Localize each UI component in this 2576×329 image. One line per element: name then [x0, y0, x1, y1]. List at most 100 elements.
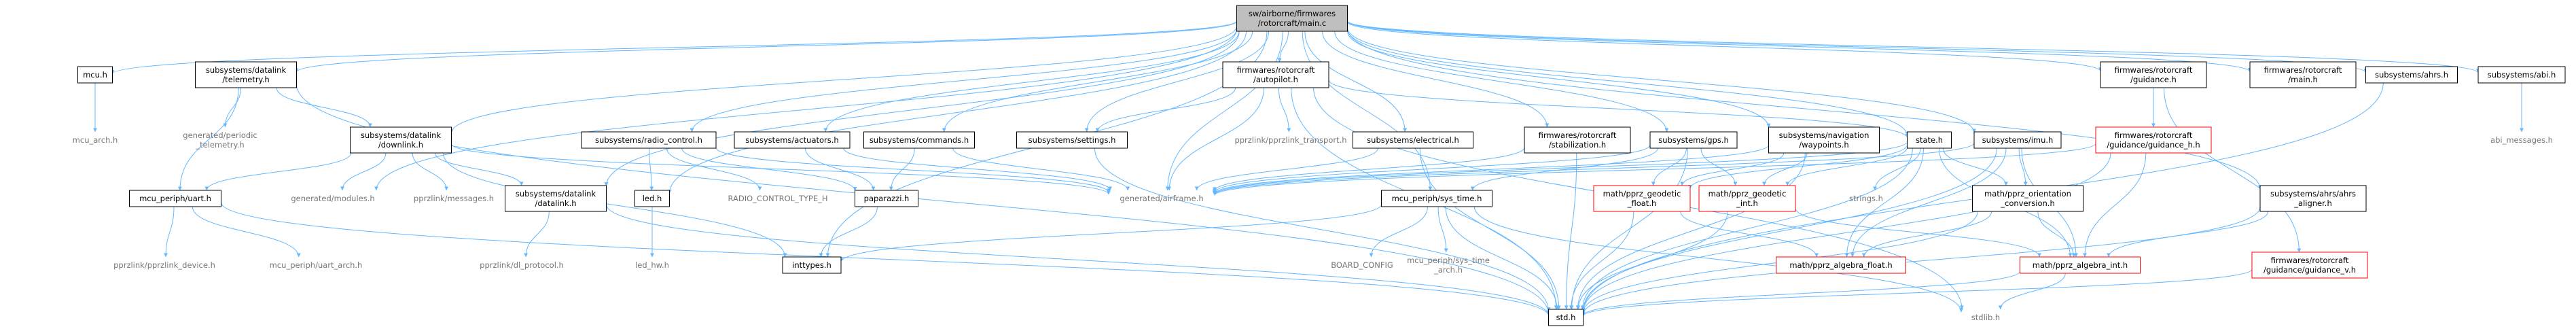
node-label-line: subsystems/electrical.h — [1367, 135, 1459, 145]
node-label-line: subsystems/ahrs/ahrs — [2270, 189, 2356, 198]
graph-node-rc-type-h: RADIO_CONTROL_TYPE_H — [728, 194, 828, 203]
graph-node-orientation-h[interactable]: math/pprz_orientation_conversion.h — [1972, 185, 2083, 212]
node-box — [634, 190, 670, 207]
graph-node-stabilization-h[interactable]: firmwares/rotorcraft/stabilization.h — [1524, 126, 1631, 154]
include-edge-state-h-to-geodetic-int-h — [1785, 147, 1908, 186]
graph-node-main-c[interactable]: sw/airborne/firmwares/rotorcraft/main.c — [1236, 5, 1348, 32]
graph-node-paparazzi-h[interactable]: paparazzi.h — [855, 190, 918, 207]
include-edge-stabilization-h-to-std-h — [1564, 152, 1577, 310]
node-label-line: mcu_periph/uart_arch.h — [270, 260, 363, 270]
graph-node-imu-h[interactable]: subsystems/imu.h — [1973, 131, 2062, 149]
node-label-line: led.h — [643, 194, 662, 203]
node-label-line: math/pprz_geodetic — [1709, 189, 1787, 198]
include-edge-geodetic-int-h-to-std-h — [1576, 211, 1728, 310]
include-edge-ahrs-aligner-h-to-std-h — [1581, 207, 2261, 315]
graph-node-algebra-float-h[interactable]: math/pprz_algebra_float.h — [1776, 256, 1906, 274]
graph-node-ahrs-h[interactable]: subsystems/ahrs.h — [2365, 66, 2458, 84]
node-label-line: stdlib.h — [1971, 313, 2000, 322]
node-box — [1973, 131, 2062, 149]
include-edge-uart-h-to-std-h — [221, 202, 1551, 317]
graph-node-std-h[interactable]: std.h — [1548, 309, 1584, 326]
node-label-line: state.h — [1916, 135, 1943, 145]
node-label-line: /main.h — [2288, 75, 2318, 84]
graph-node-autopilot-h[interactable]: firmwares/rotorcraft/autopilot.h — [1222, 61, 1329, 88]
graph-node-guidance-h[interactable]: firmwares/rotorcraft/guidance.h — [2100, 61, 2207, 88]
node-label-line: paparazzi.h — [864, 194, 910, 203]
graph-node-mcu-h[interactable]: mcu.h — [77, 66, 113, 84]
include-edge-sys-time-h-to-board-config — [1369, 206, 1428, 258]
graph-node-guidance-h-h[interactable]: firmwares/rotorcraft/guidance/guidance_h… — [2095, 126, 2212, 154]
include-edge-autopilot-h-to-pprzlink-transport-h — [1278, 87, 1291, 133]
graph-node-geodetic-float-h[interactable]: math/pprz_geodetic_float.h — [1593, 185, 1691, 212]
include-edge-sys-time-h-to-inttypes-h — [839, 204, 1382, 262]
graph-node-gps-h[interactable]: subsystems/gps.h — [1649, 131, 1738, 149]
graph-node-led-h[interactable]: led.h — [634, 190, 670, 207]
graph-node-algebra-int-h[interactable]: math/pprz_algebra_int.h — [2020, 256, 2141, 274]
include-edge-settings-h-to-std-h — [1094, 148, 1551, 312]
include-edge-main-c-to-ahrs-aligner-h — [1347, 28, 2262, 190]
node-label-line: firmwares/rotorcraft — [1237, 65, 1315, 75]
graph-node-uart-arch-h: mcu_periph/uart_arch.h — [270, 260, 363, 270]
node-label-line: RADIO_CONTROL_TYPE_H — [728, 194, 828, 203]
include-edge-datalink-h-to-std-h — [606, 204, 1551, 316]
node-label-line: firmwares/rotorcraft — [2115, 65, 2193, 75]
include-edge-gps-h-to-airframe-h — [1213, 144, 1651, 193]
graph-node-guidance-v-h[interactable]: firmwares/rotorcraft/guidance/guidance_v… — [2251, 252, 2368, 279]
node-label-line: math/pprz_algebra_float.h — [1789, 260, 1892, 270]
graph-node-uart-h[interactable]: mcu_periph/uart.h — [129, 190, 221, 207]
node-label-line: subsystems/gps.h — [1658, 135, 1729, 145]
graph-node-rc-main-h[interactable]: firmwares/rotorcraft/main.h — [2249, 61, 2357, 88]
graph-node-radio-control-h[interactable]: subsystems/radio_control.h — [581, 131, 717, 149]
include-edge-waypoints-h-to-geodetic-float-h — [1680, 152, 1785, 186]
graph-node-abi-h[interactable]: subsystems/abi.h — [2477, 66, 2566, 84]
node-label-line: /guidance.h — [2130, 75, 2177, 84]
node-box — [350, 126, 452, 154]
graph-node-downlink-h[interactable]: subsystems/datalink/downlink.h — [350, 126, 452, 154]
node-box — [2095, 126, 2212, 154]
graph-node-ahrs-aligner-h[interactable]: subsystems/ahrs/ahrs_aligner.h — [2259, 185, 2367, 212]
graph-node-abi-messages-h: abi_messages.h — [2490, 135, 2553, 145]
node-label-line: /waypoints.h — [1799, 140, 1848, 150]
node-label-line: _telemetry.h — [195, 140, 244, 150]
include-edge-radio-control-h-to-airframe-h — [715, 148, 1111, 193]
node-label-line: pprzlink/pprzlink_transport.h — [1234, 135, 1346, 145]
node-box — [1353, 131, 1473, 149]
graph-node-led-hw-h: led_hw.h — [635, 260, 669, 270]
graph-node-telemetry-h[interactable]: subsystems/datalink/telemetry.h — [195, 61, 297, 88]
graph-node-inttypes-h[interactable]: inttypes.h — [782, 256, 842, 274]
graph-node-sys-time-h[interactable]: mcu_periph/sys_time.h — [1381, 190, 1492, 207]
include-edge-main-c-to-datalink-h — [604, 31, 1240, 187]
include-edge-main-c-to-airframe-h — [1165, 31, 1283, 191]
include-edge-state-h-to-std-h — [1580, 148, 1913, 310]
include-edge-main-c-to-actuators-h — [823, 31, 1240, 133]
node-label-line: firmwares/rotorcraft — [1539, 131, 1617, 140]
graph-node-actuators-h[interactable]: subsystems/actuators.h — [734, 131, 851, 149]
graph-node-electrical-h[interactable]: subsystems/electrical.h — [1353, 131, 1473, 149]
graph-node-geodetic-int-h[interactable]: math/pprz_geodetic_int.h — [1698, 185, 1796, 212]
include-edge-waypoints-h-to-geodetic-int-h — [1762, 152, 1808, 186]
node-box — [1768, 126, 1880, 154]
node-box — [1907, 131, 1952, 149]
node-label-line: generated/modules.h — [291, 194, 374, 203]
include-edge-datalink-h-to-dl-protocol-h — [524, 211, 550, 258]
include-edge-imu-h-to-std-h — [1581, 148, 1997, 311]
node-label-line: math/pprz_geodetic — [1603, 189, 1681, 198]
include-edge-downlink-h-to-pprz-messages-h — [412, 152, 449, 191]
node-label-line: mcu_periph/uart.h — [139, 194, 211, 203]
node-box — [1548, 309, 1584, 326]
node-box — [782, 256, 842, 274]
include-edge-downlink-h-to-airframe-h — [451, 143, 1111, 195]
include-edge-sys-time-h-to-sys-time-arch-h — [1437, 206, 1448, 253]
node-label-line: pprzlink/pprzlink_device.h — [113, 260, 215, 270]
graph-node-commands-h[interactable]: subsystems/commands.h — [863, 131, 975, 149]
include-edge-orientation-h-to-algebra-int-h — [2037, 211, 2076, 258]
include-edge-downlink-h-to-inttypes-h — [443, 152, 787, 258]
include-edge-actuators-h-to-paparazzi-h — [804, 148, 876, 191]
graph-node-state-h[interactable]: state.h — [1907, 131, 1952, 149]
graph-node-datalink-h[interactable]: subsystems/datalink/datalink.h — [505, 185, 607, 212]
graph-node-settings-h[interactable]: subsystems/settings.h — [1016, 131, 1128, 149]
node-label-line: /guidance/guidance_v.h — [2264, 265, 2356, 275]
node-layer: sw/airborne/firmwares/rotorcraft/main.c m… — [73, 5, 2566, 326]
graph-node-waypoints-h[interactable]: subsystems/navigation/waypoints.h — [1768, 126, 1880, 154]
include-edge-gps-h-to-sys-time-h — [1470, 148, 1658, 191]
